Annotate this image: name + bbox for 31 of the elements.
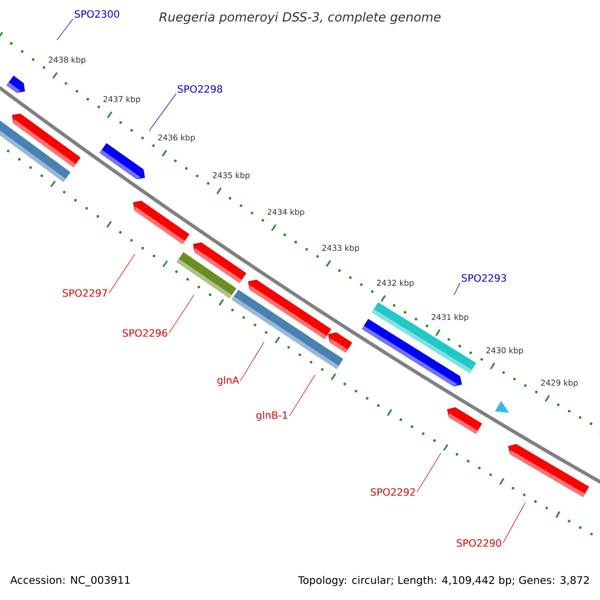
gene-label: SPO2290 <box>456 539 502 547</box>
footer-text: Accession: NC_003911 <box>10 576 130 586</box>
tick-label: 2431 kbp <box>432 314 468 322</box>
tick-label: 2436 kbp <box>158 134 195 142</box>
gene-label: SPO2293 <box>462 274 506 282</box>
tick-label: 2429 kbp <box>541 380 578 388</box>
leader-line <box>56 18 74 40</box>
footer-text: Topology: circular; Length: 4,109,442 bp; Genes: 3,872 <box>298 576 589 586</box>
tick-label: 2435 kbp <box>212 172 250 180</box>
leader-line <box>416 452 442 492</box>
tick-label: 2430 kbp <box>486 347 524 355</box>
gene-label: SPO2300 <box>74 10 120 18</box>
gene-label: SPO2297 <box>62 289 107 297</box>
tick-label: 2434 kbp <box>268 208 304 216</box>
tick-label: 2433 kbp <box>322 244 359 252</box>
gene-label: glnB-1 <box>256 411 288 421</box>
title: Ruegeria pomeroyi DSS-3, complete genome <box>159 12 441 24</box>
gene-label: SPO2298 <box>178 85 222 93</box>
tick-label: 2432 kbp <box>376 280 414 288</box>
leader-line <box>502 502 526 544</box>
leader-line <box>108 254 136 294</box>
tick-label: 2438 kbp <box>48 56 86 64</box>
gene-label: SPO2296 <box>122 329 168 337</box>
leader-line <box>240 342 264 382</box>
tick-label: 2437 kbp <box>103 96 140 104</box>
leader-line <box>454 282 460 296</box>
gene-label: SPO2292 <box>370 488 415 496</box>
gene-label: glnA <box>217 376 240 386</box>
leader-line <box>289 374 316 416</box>
leader-line <box>148 94 176 132</box>
leader-line <box>168 294 194 334</box>
